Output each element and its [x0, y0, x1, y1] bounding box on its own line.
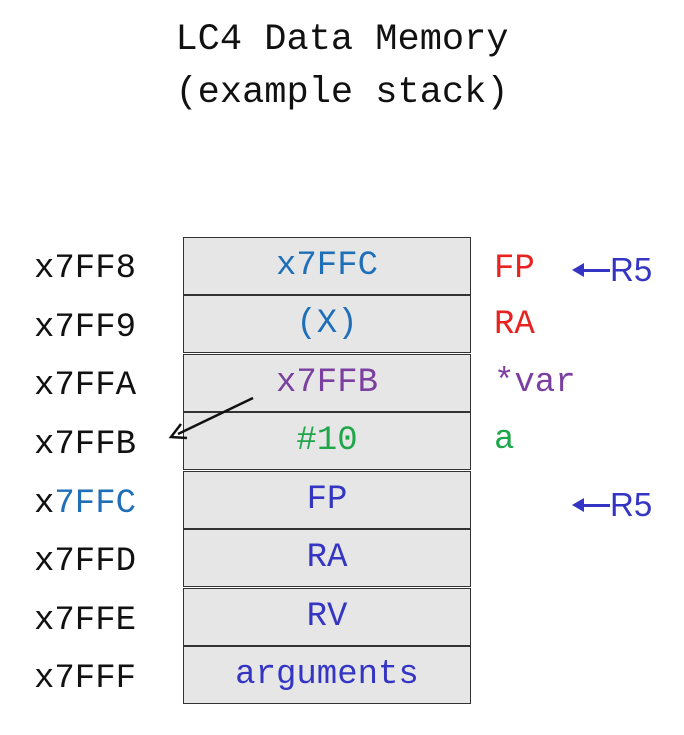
cell-value: #10: [296, 422, 358, 460]
r5-label: R5: [610, 251, 653, 288]
cell-value: (X): [296, 305, 358, 343]
title-line-2: (example stack): [175, 72, 509, 114]
arrow-left-icon: [572, 263, 584, 277]
cell-value: arguments: [235, 656, 419, 694]
memory-cell: RA: [183, 529, 471, 587]
r5-pointer-old: R5: [572, 250, 652, 290]
cell-value: RA: [306, 539, 348, 577]
memory-cell: x7FFB: [183, 354, 471, 412]
arrow-left-icon: [572, 498, 584, 512]
cell-value: x7FFB: [275, 364, 379, 402]
address-x7ffb: x7FFB: [34, 426, 137, 464]
address-x7ff8: x7FF8: [34, 250, 137, 288]
title-line-1: LC4 Data Memory: [175, 19, 509, 61]
memory-cell: (X): [183, 295, 471, 353]
cell-value: x7FFC: [275, 247, 379, 285]
memory-cell: x7FFC: [183, 237, 471, 295]
memory-cell: RV: [183, 588, 471, 646]
cell-value: FP: [306, 481, 348, 519]
memory-cell: arguments: [183, 646, 471, 704]
address-prefix: x: [34, 485, 55, 523]
r5-pointer-current: R5: [572, 485, 652, 525]
label-var: *var: [494, 364, 576, 402]
address-highlight: 7FFC: [54, 485, 137, 523]
cell-value: RV: [306, 598, 348, 636]
address-x7ffe: x7FFE: [34, 602, 137, 640]
memory-cell: #10: [183, 412, 471, 470]
address-x7ff9: x7FF9: [34, 309, 137, 347]
address-x7ffa: x7FFA: [34, 367, 137, 405]
address-x7ffc: x7FFC: [34, 487, 136, 521]
label-fp: FP: [494, 250, 535, 288]
r5-label: R5: [610, 486, 653, 523]
address-x7ffd: x7FFD: [34, 543, 137, 581]
label-a: a: [494, 421, 515, 459]
address-x7fff: x7FFF: [34, 660, 137, 698]
memory-cell: FP: [183, 471, 471, 529]
label-ra: RA: [494, 306, 535, 344]
